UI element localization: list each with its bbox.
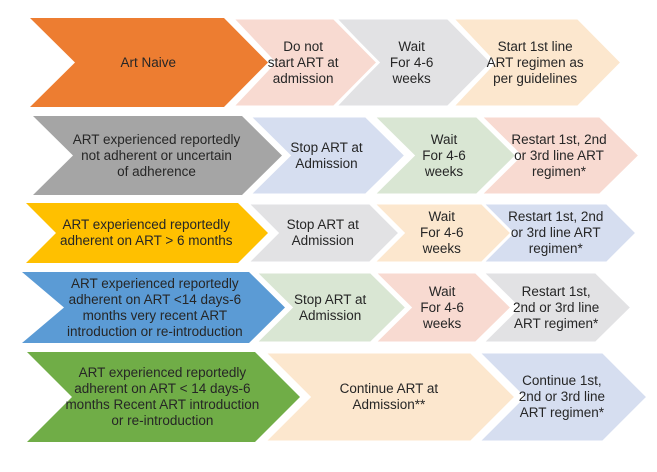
step-label: Restart 1st, 2nd or 3rd line ART regimen… [512,283,600,331]
category-label: ART experienced reportedly adherent on A… [65,365,260,428]
step-chevron-2 [228,16,381,109]
row-art-experienced-recent [27,350,651,444]
step-chevron-4 [476,114,643,197]
step-chevron-2 [245,114,409,197]
step-label: Restart 1st, 2nd or 3rd line ART regimen… [511,131,607,179]
step-chevron-3 [369,201,515,265]
category-chevron-1 [26,203,268,263]
category-label: ART experienced reportedly adherent on A… [67,275,243,339]
category-chevron-1 [30,18,268,107]
row-art-experienced-very-recent [22,270,635,345]
row-art-naive [30,16,625,109]
category-chevron-1 [27,352,300,442]
step-label: Do not start ART at admission [267,38,339,86]
category-label: Art Naive [120,54,177,70]
step-chevron-3 [370,270,515,345]
step-label: Wait For 4-6 weeks [419,209,464,256]
step-label: Continue 1st, 2nd or 3rd line ART regime… [518,373,606,420]
step-label: Stop ART at Admission [293,291,367,323]
step-label: Wait For 4-6 weeks [420,283,464,331]
step-label: Wait For 4-6 weeks [389,38,434,86]
row-art-experienced-not-adherent [33,114,643,197]
step-label: Continue ART at Admission** [339,381,439,412]
category-label: ART experienced reportedly not adherent … [72,131,241,179]
step-chevron-3 [369,114,520,197]
step-chevron-4 [478,270,635,345]
step-label: Wait For 4-6 weeks [422,131,466,179]
step-chevron-2 [251,270,410,345]
category-chevron-1 [33,116,282,195]
step-label: Stop ART at Admission [290,139,363,171]
category-label: ART experienced reportedly adherent on A… [60,217,233,248]
step-chevron-3 [474,350,651,444]
step-chevron-2 [243,201,403,265]
step-chevron-2 [260,350,519,444]
step-label: Restart 1st, 2nd or 3rd line ART regimen… [508,209,604,256]
category-chevron-1 [22,272,285,343]
step-label: Stop ART at Admission [286,217,359,248]
row-art-experienced-adherent-over-6-months [26,201,640,265]
step-label: Start 1st line ART regimen as per guidel… [486,38,584,86]
